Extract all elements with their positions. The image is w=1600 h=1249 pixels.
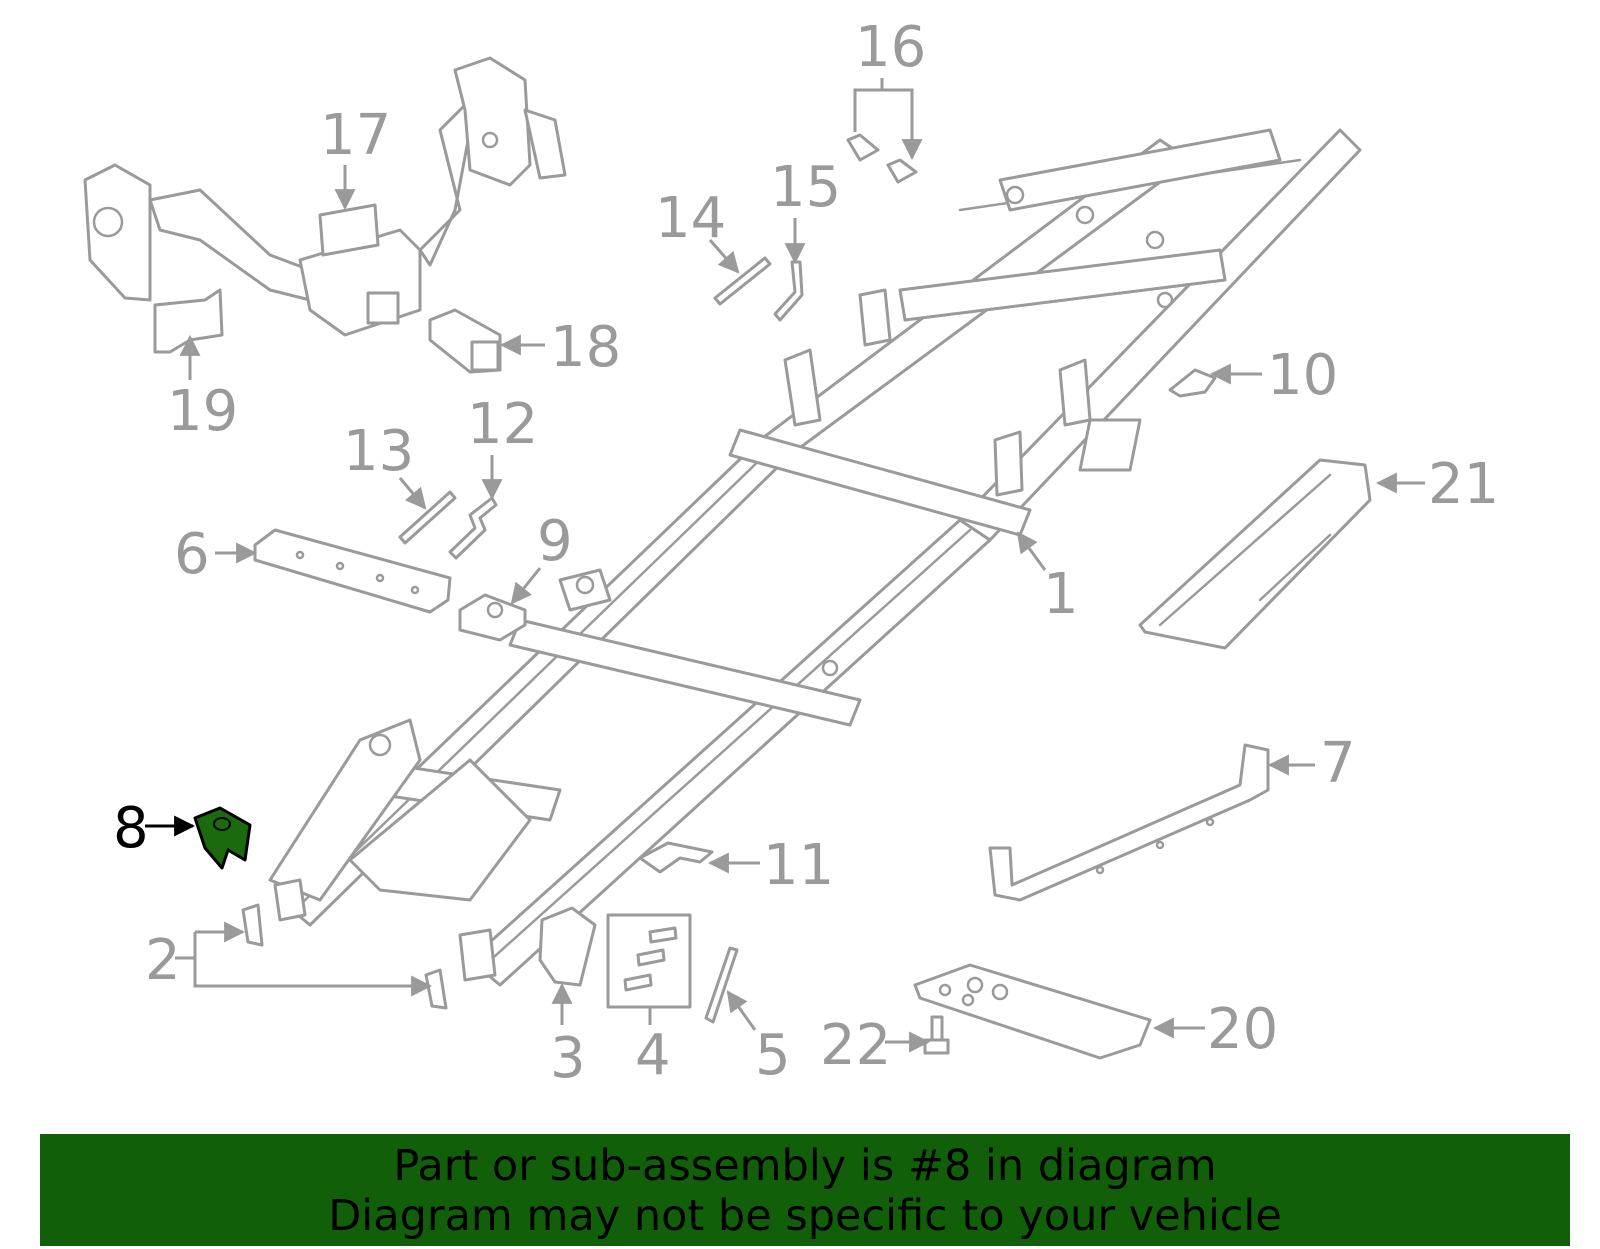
highlighted-part-8: [193, 806, 252, 870]
callout-19: 19: [167, 379, 238, 444]
hitch-receiver-tube: [428, 308, 502, 374]
callout-14: 14: [655, 186, 726, 251]
banner-line-1: Part or sub-assembly is #8 in diagram: [393, 1141, 1217, 1191]
callout-4: 4: [635, 1023, 671, 1088]
callout-11: 11: [763, 833, 834, 898]
skid-plate-long: [1138, 458, 1372, 650]
callout-9: 9: [537, 509, 573, 574]
bracket-plate: [638, 841, 714, 874]
callout-3: 3: [550, 1026, 586, 1091]
callout-20: 20: [1207, 997, 1278, 1062]
callout-15: 15: [770, 155, 841, 220]
skid-plate: [913, 963, 1152, 1060]
callout-12: 12: [467, 392, 538, 457]
callout-21: 21: [1428, 452, 1499, 517]
hitch-bracket: [153, 288, 224, 354]
callout-7: 7: [1320, 731, 1356, 796]
mount-bracket: [458, 593, 527, 642]
clip-pair: [846, 133, 880, 162]
reinforcement-strip: [713, 256, 772, 306]
strip: [704, 946, 739, 1024]
banner-line-2: Diagram may not be specific to your vehi…: [328, 1191, 1282, 1241]
callout-1: 1: [1043, 562, 1079, 627]
bracket: [538, 906, 597, 987]
gusset-plate: [1168, 368, 1217, 398]
bracket-strip: [773, 260, 804, 322]
callout-18: 18: [550, 315, 621, 380]
callout-16: 16: [855, 15, 926, 80]
tow-hitch-assembly: [83, 56, 567, 337]
callout-8: 8: [113, 796, 149, 861]
bracket-pair: [241, 903, 264, 947]
crossmember: [253, 528, 452, 614]
info-banner: Part or sub-assembly is #8 in diagram Di…: [40, 1134, 1570, 1246]
bent-strip: [448, 496, 498, 560]
callout-labels: 1 2 3 4 5 6 7 8 9 10 11 12 13 14 15 16 1…: [113, 15, 1499, 1091]
callout-22: 22: [820, 1013, 891, 1078]
callout-2: 2: [145, 928, 181, 993]
leader-lines: [145, 78, 1425, 1053]
bolt: [923, 1015, 950, 1055]
fuel-tank-strap: [988, 743, 1270, 902]
callout-10: 10: [1267, 343, 1338, 408]
callout-5: 5: [755, 1023, 791, 1088]
callout-13: 13: [343, 419, 414, 484]
callout-6: 6: [174, 522, 210, 587]
callout-17: 17: [320, 103, 391, 168]
hardware-kit: [606, 913, 692, 1009]
reinforcement-strip: [398, 490, 457, 545]
